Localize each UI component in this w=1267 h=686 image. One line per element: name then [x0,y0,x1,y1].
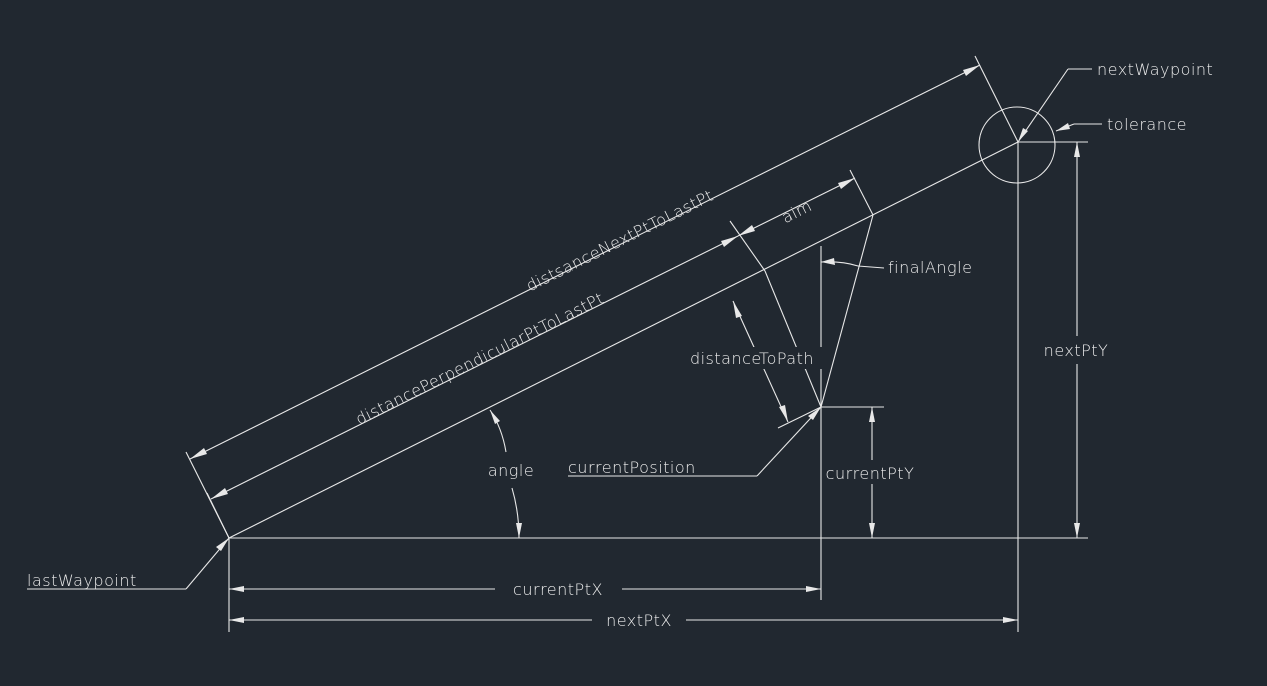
final-angle-leader [857,265,885,269]
ext-line-current-pos [777,406,822,429]
angle-label: angle [488,461,534,480]
ext-line-next-outer [974,55,1019,143]
arrowhead [779,405,788,422]
arrowhead [211,488,228,499]
arrowhead [721,236,738,247]
distance-perpendicular-dimension-line [210,235,739,500]
arrowhead [733,301,742,318]
path-line [228,141,1019,539]
current-position-label: currentPosition [568,458,696,477]
arrowhead [229,586,244,592]
arrowhead [869,407,875,422]
next-waypoint-leader [1017,68,1069,143]
tolerance-circle [978,106,1056,184]
current-pt-x-label: currentPtX [513,580,603,599]
next-pt-y-label: nextPtY [1044,341,1109,360]
arrowhead [190,448,207,459]
distance-to-path-label: distanceToPath [690,349,814,368]
perpendicular-line [764,270,822,408]
arrowhead [808,407,821,420]
label-bg [674,347,830,369]
current-position-leader [756,406,822,477]
arrowhead [490,410,500,424]
final-angle-label: finalAngle [888,258,972,277]
ext-line-perp-foot [729,220,766,272]
last-waypoint-label: lastWaypoint [27,571,137,590]
arrowhead [516,523,522,538]
arrowhead [963,65,980,76]
current-pt-y-label: currentPtY [826,464,915,483]
arrowhead [216,538,229,551]
distance-next-to-last-dimension-line [189,64,981,460]
arrowhead [1056,123,1070,131]
arrowhead [229,617,244,623]
arrowhead [869,523,875,538]
aim-dimension-line [737,177,856,237]
arrowhead [1018,128,1028,142]
arrowhead [1074,142,1080,157]
arrowhead [806,586,821,592]
arrowhead [821,258,835,265]
ext-line-aim-end [849,169,874,216]
arrowhead [738,225,755,236]
next-waypoint-label: nextWaypoint [1097,60,1213,79]
next-pt-x-label: nextPtX [606,611,672,630]
arrowhead [838,178,855,189]
tolerance-label: tolerance [1107,115,1187,134]
aim-line [820,214,874,408]
ext-line-last-inner [206,492,230,539]
arrowhead [1003,617,1018,623]
arrowhead [1074,523,1080,538]
